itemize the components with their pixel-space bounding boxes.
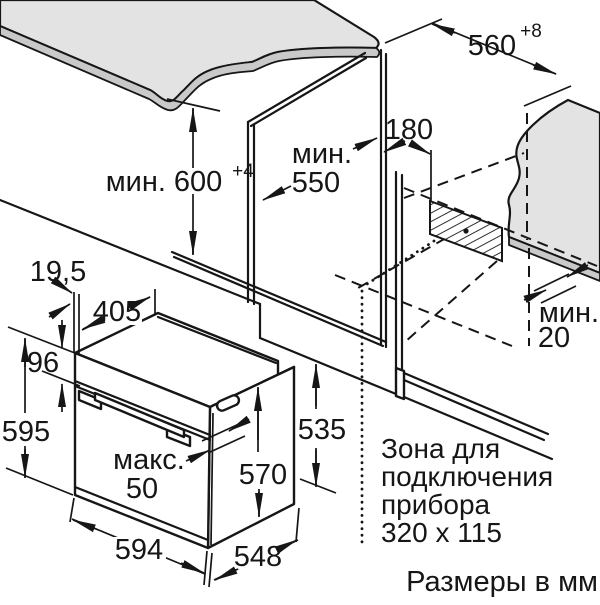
dim-front-height: 595 bbox=[2, 338, 74, 496]
connection-zone-note: Зона для подключения прибора 320 x 115 bbox=[381, 433, 553, 548]
zone-note-line4: 320 x 115 bbox=[381, 517, 502, 548]
dim-label-96: 96 bbox=[27, 347, 59, 379]
units-note: Размеры в мм bbox=[406, 566, 598, 598]
dim-rear-height: 535 bbox=[298, 364, 346, 494]
dim-label-550: 550 bbox=[292, 167, 340, 199]
dim-panel-height: 96 bbox=[7, 320, 81, 412]
dim-zone-offset: 180 bbox=[383, 114, 433, 201]
dim-top-depth: 405 bbox=[81, 289, 156, 331]
dim-label-20-prefix: мин. bbox=[539, 297, 599, 329]
dim-label-max-prefix: макс. bbox=[113, 444, 185, 476]
dim-label-595: 595 bbox=[2, 416, 50, 448]
countertop-edge-band bbox=[0, 25, 381, 112]
dim-front-width: 594 bbox=[69, 497, 213, 588]
rear-wall-panel bbox=[507, 98, 600, 282]
zone-note-line2: подключения bbox=[381, 461, 553, 492]
dim-label-535: 535 bbox=[298, 414, 346, 446]
dim-rear-gap: мин. 20 bbox=[523, 262, 599, 354]
rear-wall-surface bbox=[507, 98, 600, 275]
dim-niche-depth: мин. 550 bbox=[262, 137, 378, 201]
dim-label-570: 570 bbox=[239, 459, 287, 491]
oven-isometric bbox=[73, 311, 296, 550]
countertop bbox=[0, 0, 381, 112]
zone-note-line3: прибора bbox=[381, 489, 491, 520]
dim-label-600-tol: +4 bbox=[232, 161, 254, 182]
connection-point-dot bbox=[463, 228, 469, 234]
dim-panel-thickness: 19,5 bbox=[30, 256, 86, 354]
dim-label-594: 594 bbox=[115, 534, 163, 566]
hidden-edges bbox=[334, 113, 598, 347]
dim-label-max-50: 50 bbox=[126, 473, 158, 505]
dim-label-560: 560 bbox=[468, 30, 516, 62]
dim-label-548: 548 bbox=[234, 541, 282, 573]
dim-label-405: 405 bbox=[93, 296, 141, 328]
dim-body-height: 570 bbox=[239, 387, 287, 517]
side-vent-slot bbox=[215, 394, 241, 412]
dim-body-depth: 548 bbox=[213, 507, 300, 581]
dim-door-protrusion: макс. 50 bbox=[113, 415, 251, 505]
connection-zone bbox=[360, 199, 503, 546]
dim-niche-height: мин.600 +4 bbox=[106, 98, 254, 255]
dim-label-550-prefix: мин. bbox=[292, 138, 352, 170]
zone-note-line1: Зона для bbox=[381, 433, 500, 464]
oven-handle bbox=[77, 389, 192, 448]
dim-niche-width: 560 +8 bbox=[384, 18, 572, 107]
dim-label-20: 20 bbox=[538, 322, 570, 354]
niche-structure bbox=[0, 48, 554, 461]
dim-label-180: 180 bbox=[385, 114, 433, 146]
zone-leader-dotted bbox=[362, 239, 436, 288]
dim-label-560-tol: +8 bbox=[520, 21, 542, 42]
dim-label-19-5: 19,5 bbox=[30, 256, 86, 288]
dim-label-600: мин.600 bbox=[106, 166, 223, 198]
